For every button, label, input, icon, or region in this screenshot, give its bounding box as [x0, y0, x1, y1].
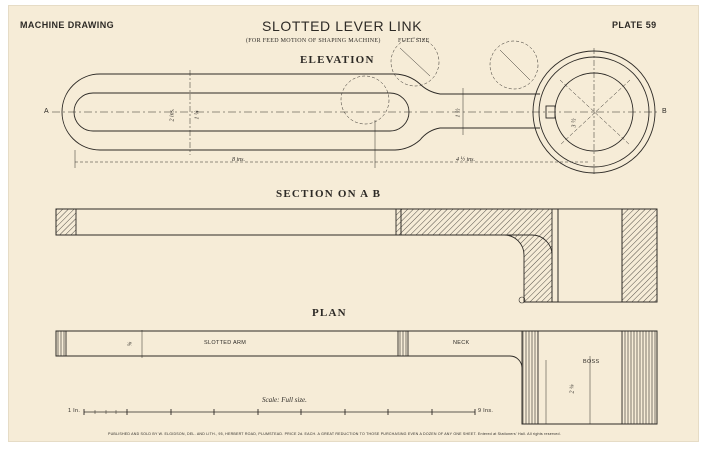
plan-view: [55, 330, 658, 425]
label-boss: BOSS: [583, 359, 600, 365]
view-title-elevation: ELEVATION: [300, 54, 375, 66]
section-mark-b: B: [662, 108, 667, 115]
plate-number: PLATE 59: [612, 20, 657, 30]
page-title: SLOTTED LEVER LINK: [262, 18, 423, 34]
dimension-boss-dia: 3 ½: [571, 118, 578, 128]
dimension-neck-length: 4 ½ ins.: [456, 157, 476, 163]
label-slotted-arm: SLOTTED ARM: [204, 340, 247, 346]
view-title-plan: PLAN: [312, 307, 347, 319]
dimension-slot-width: 1 ¼: [194, 110, 201, 120]
size-note: FULL SIZE: [398, 38, 430, 44]
scale-right-label: 9 Ins.: [478, 408, 494, 414]
page-subtitle: (FOR FEED MOTION OF SHAPING MACHINE): [246, 38, 381, 44]
dimension-slot-length: 8 ins.: [232, 157, 246, 163]
dimension-neck-width: 1 ½: [455, 108, 462, 118]
publisher-footer: PUBLISHED AND SOLD BY W. ELGIDSON, DEL. …: [108, 432, 561, 436]
dimension-arm-width: 2 ins.: [169, 108, 176, 122]
view-title-section: SECTION ON A B: [276, 188, 382, 200]
dimension-boss-height: 2 ⅛: [569, 384, 576, 394]
dimension-thickness: ⅝: [127, 341, 134, 347]
label-neck: NECK: [453, 340, 470, 346]
scale-caption: Scale: Full size.: [262, 396, 307, 404]
section-view: [55, 208, 658, 304]
elevation-view: [52, 37, 660, 176]
scale-bar: [83, 409, 476, 415]
scale-left-label: 1 In.: [68, 408, 81, 414]
header-left: MACHINE DRAWING: [20, 20, 114, 30]
section-mark-a: A: [44, 108, 49, 115]
